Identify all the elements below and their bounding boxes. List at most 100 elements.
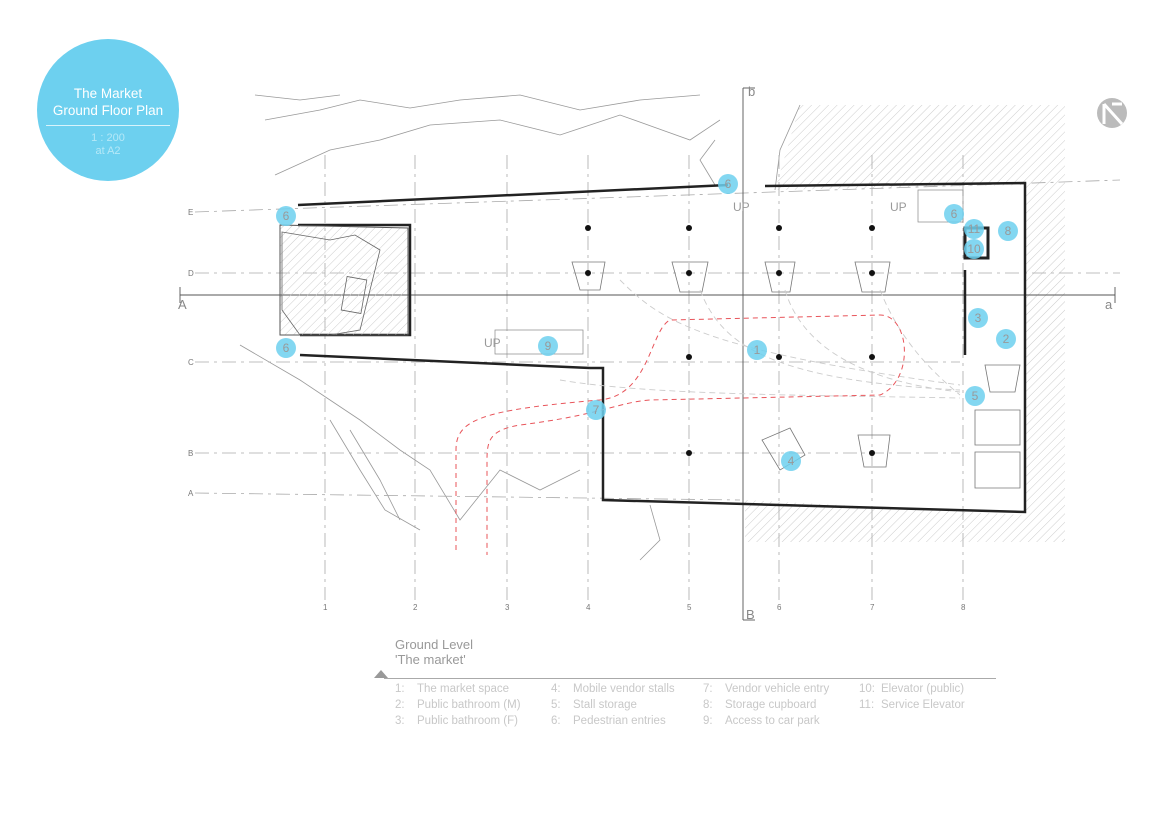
grid-label-2: 2 bbox=[413, 603, 418, 612]
marker-number: 10 bbox=[967, 242, 981, 256]
legend-item-label: The market space bbox=[417, 683, 510, 695]
marker-number: 4 bbox=[788, 454, 795, 468]
marker-number: 6 bbox=[951, 207, 958, 221]
grid-label-1: 1 bbox=[323, 603, 328, 612]
legend-divider bbox=[384, 678, 996, 679]
marker-circle bbox=[968, 308, 988, 328]
grid-label-5: 5 bbox=[687, 603, 692, 612]
marker-circle bbox=[276, 338, 296, 358]
legend-heading: Ground Level 'The market' bbox=[395, 637, 473, 667]
legend-item-number: 10: bbox=[859, 683, 875, 695]
grid-label-A: A bbox=[188, 489, 194, 498]
marker-circle bbox=[964, 239, 984, 259]
marker-circle bbox=[944, 204, 964, 224]
marker-number: 8 bbox=[1005, 224, 1012, 238]
section-labels: A a b B bbox=[178, 84, 1113, 622]
marker-circle bbox=[276, 206, 296, 226]
legend-item-number: 5: bbox=[551, 699, 561, 711]
section-label-A: A bbox=[178, 297, 187, 312]
stair-up-label: UP bbox=[484, 336, 501, 350]
title-line1: The Market bbox=[73, 86, 143, 101]
legend-heading-line1: Ground Level bbox=[395, 637, 474, 652]
legend-item: 5: Stall storage bbox=[551, 699, 637, 711]
legend-item-label: Public bathroom (F) bbox=[417, 715, 518, 727]
marker-circle bbox=[998, 221, 1018, 241]
stairs bbox=[494, 189, 964, 355]
marker-circle bbox=[718, 174, 738, 194]
marker-number: 6 bbox=[725, 177, 732, 191]
vendor-stalls bbox=[571, 261, 1021, 489]
legend-item-number: 1: bbox=[395, 683, 405, 695]
marker-number: 9 bbox=[545, 339, 552, 353]
legend-item-number: 3: bbox=[395, 715, 405, 727]
grid-label-D: D bbox=[188, 269, 194, 278]
terrain-contours bbox=[239, 94, 801, 561]
legend-heading-line2: 'The market' bbox=[395, 652, 466, 667]
legend-item-label: Stall storage bbox=[573, 699, 637, 711]
pedestrian-paths bbox=[559, 279, 961, 399]
hatched-ground-right bbox=[745, 105, 1065, 542]
legend-item: 10: Elevator (public) bbox=[859, 683, 964, 695]
marker-number: 6 bbox=[283, 341, 290, 355]
scale-label: 1 : 200 bbox=[91, 132, 125, 144]
legend-item-label: Storage cupboard bbox=[725, 699, 817, 711]
legend-item: 8: Storage cupboard bbox=[703, 699, 816, 711]
stair-up-label: UP bbox=[733, 200, 750, 214]
legend-item-label: Public bathroom (M) bbox=[417, 699, 521, 711]
legend-item: 7: Vendor vehicle entry bbox=[703, 683, 829, 695]
grid-label-E: E bbox=[188, 208, 193, 217]
marker-circle bbox=[747, 340, 767, 360]
legend-item: 1: The market space bbox=[395, 683, 509, 695]
marker-number: 5 bbox=[972, 389, 979, 403]
ramp-block bbox=[279, 224, 409, 336]
legend-item: 6: Pedestrian entries bbox=[551, 715, 666, 727]
legend-item: 4: Mobile vendor stalls bbox=[551, 683, 675, 695]
marker-circle bbox=[965, 386, 985, 406]
legend-item: 11: Service Elevator bbox=[859, 699, 965, 711]
legend-item: 9:Access to car park bbox=[703, 715, 820, 727]
legend-item-label: Vendor vehicle entry bbox=[725, 683, 830, 695]
marker-circle bbox=[996, 329, 1016, 349]
legend-item-number: 2: bbox=[395, 699, 405, 711]
stair-up-label: UP bbox=[890, 200, 907, 214]
grid-labels: 1 2 3 4 5 6 7 8 E D C B A bbox=[188, 208, 966, 612]
title-line2: Ground Floor Plan bbox=[52, 103, 164, 118]
section-label-a: a bbox=[1105, 297, 1113, 312]
escalator-block bbox=[281, 231, 381, 336]
marker-circle bbox=[538, 336, 558, 356]
legend-item-label: Elevator (public) bbox=[881, 683, 965, 695]
title-divider bbox=[46, 125, 170, 126]
marker-number: 3 bbox=[975, 311, 982, 325]
grid-label-8: 8 bbox=[961, 603, 966, 612]
legend-item-number: 6: bbox=[551, 715, 561, 727]
north-arrow-icon bbox=[1097, 98, 1127, 128]
columns bbox=[585, 225, 875, 456]
legend-item-number: 7: bbox=[703, 683, 713, 695]
grid-label-7: 7 bbox=[870, 603, 875, 612]
legend-item-label: Pedestrian entries bbox=[573, 715, 666, 727]
grid-label-6: 6 bbox=[777, 603, 782, 612]
marker-number: 11 bbox=[968, 222, 981, 236]
grid-label-4: 4 bbox=[586, 603, 591, 612]
section-label-B: B bbox=[746, 607, 755, 622]
legend-item-number: 9: bbox=[703, 715, 713, 727]
legend-item: 2: Public bathroom (M) bbox=[395, 699, 521, 711]
triangle-icon bbox=[374, 670, 388, 678]
marker-circle bbox=[964, 219, 984, 239]
legend-item-number: 8: bbox=[703, 699, 713, 711]
marker-circle bbox=[586, 400, 606, 420]
marker-number: 1 bbox=[754, 343, 761, 357]
marker-number: 7 bbox=[593, 403, 600, 417]
legend-item-label: Service Elevator bbox=[881, 699, 965, 711]
legend-item-number: 11: bbox=[859, 699, 875, 711]
legend-item-number: 4: bbox=[551, 683, 561, 695]
grid-label-C: C bbox=[188, 358, 194, 367]
grid-label-B: B bbox=[188, 449, 193, 458]
marker-number: 2 bbox=[1003, 332, 1010, 346]
section-label-b: b bbox=[748, 84, 755, 99]
legend-item: 3: Public bathroom (F) bbox=[395, 715, 518, 727]
legend-item-label: Mobile vendor stalls bbox=[573, 683, 675, 695]
sheet-label: at A2 bbox=[95, 145, 121, 157]
